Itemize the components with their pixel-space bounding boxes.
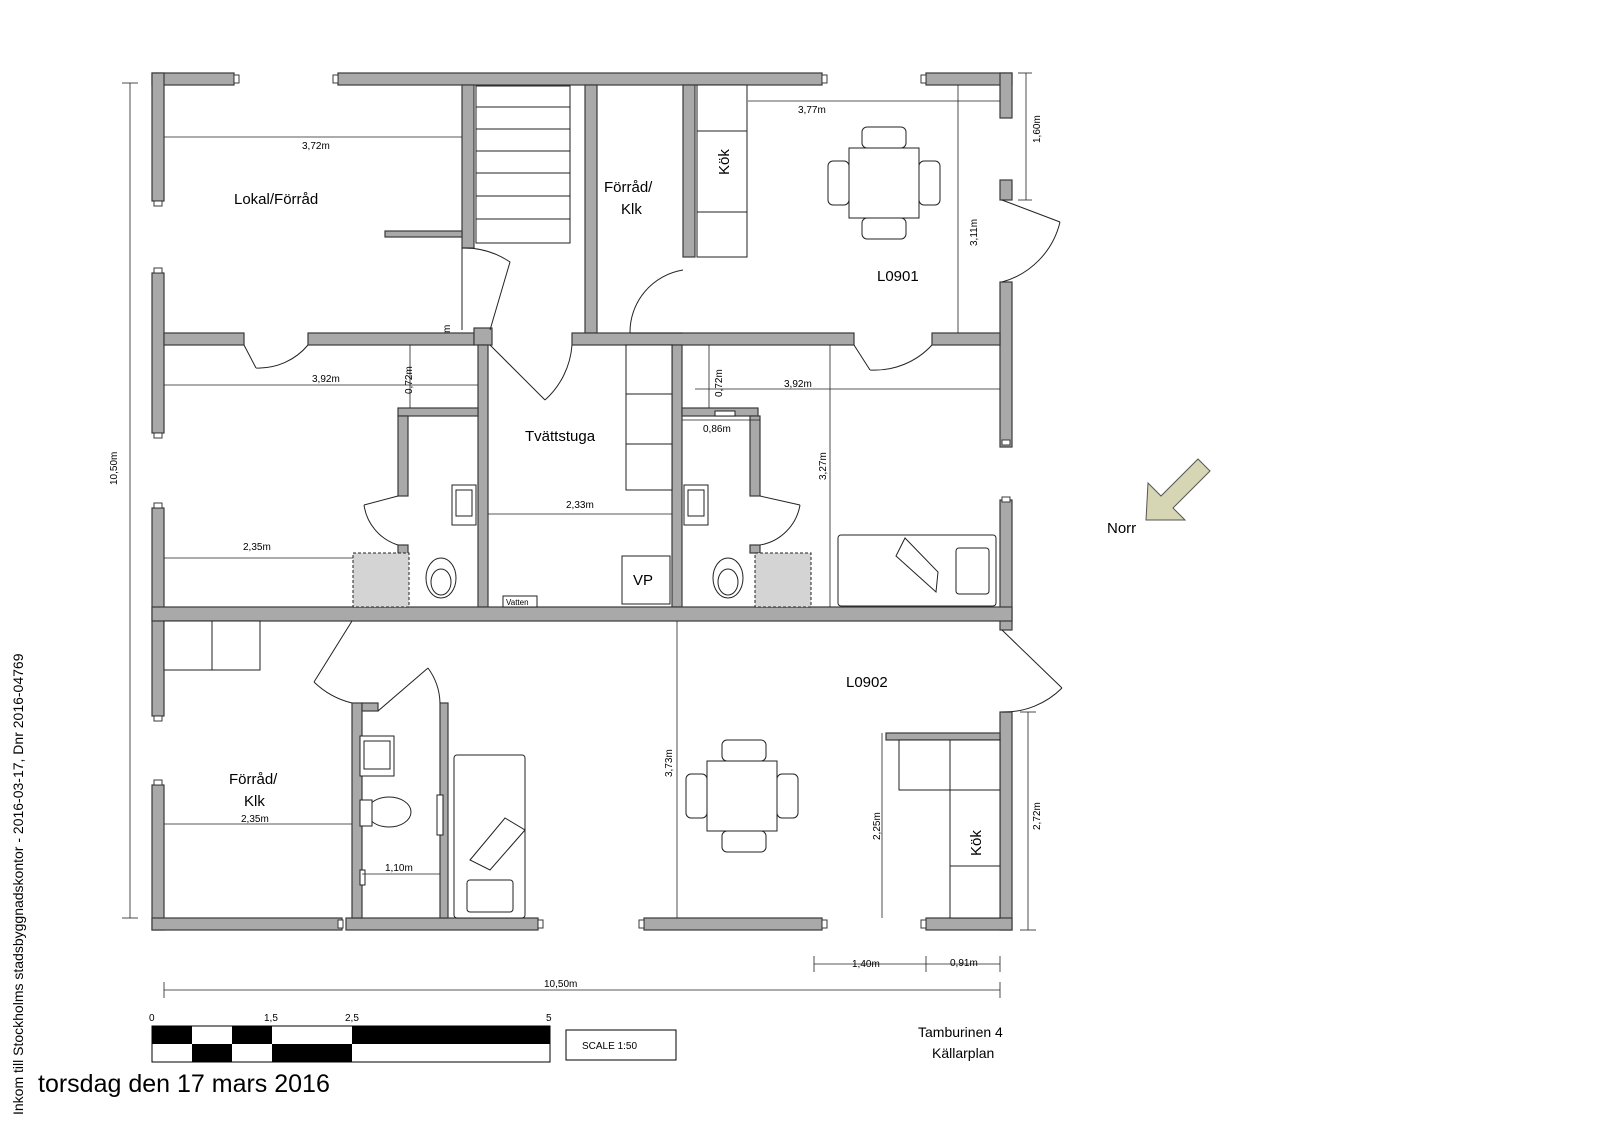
receipt-stamp: Inkom till Stockholms stadsbyggnadskonto… [10,653,26,1115]
scale-tick-0: 0 [149,1013,155,1024]
dimension-lines [122,72,1036,998]
dim-3-92-right: 3,92m [784,379,812,390]
dim-10-50-vertical: 10,50m [109,452,120,485]
furniture [163,84,1001,919]
scale-bar: 0 1,5 2,5 5 [149,1013,552,1063]
room-label-tvattstuga: Tvättstuga [525,428,596,445]
room-label-kok-top: Kök [716,149,733,175]
room-label-forrad-top-2: Klk [621,201,642,218]
scale-tick-2-5: 2,5 [345,1013,359,1024]
dim-0-91: 0,91m [950,958,978,969]
dim-0-72-left: 0,72m [404,366,415,394]
wall-caps [153,74,1011,929]
dim-1-40: 1,40m [852,959,880,970]
dim-10-50-horizontal: 10,50m [544,979,577,990]
drawing-date: torsdag den 17 mars 2016 [38,1070,330,1098]
dim-1-10: 1,10m [385,863,413,874]
dim-2-35-bottom: 2,35m [241,814,269,825]
scale-tick-5: 5 [546,1013,552,1024]
scale-label: SCALE 1:50 [582,1041,637,1052]
scale-box: SCALE 1:50 [565,1029,677,1061]
title-block-line1: Tamburinen 4 [918,1024,1003,1040]
room-label-lokal-forrad: Lokal/Förråd [234,191,318,208]
dining-table-bottom [685,739,799,853]
dining-table-top [827,126,941,240]
room-label-vp: VP [633,572,653,589]
interior-walls [151,84,1013,919]
room-label-l0901: L0901 [877,268,919,285]
room-label-forrad-bottom-2: Klk [244,793,265,810]
room-label-kok-bottom: Kök [968,830,985,856]
doors [243,199,1063,713]
dim-3-72: 3,72m [302,141,330,152]
dim-3-73: 3,73m [664,749,675,777]
room-label-forrad-bottom-1: Förråd/ [229,771,278,788]
dim-2-25: 2,25m [872,812,883,840]
compass-label: Norr [1107,520,1136,537]
room-labels: Lokal/Förråd Förråd/ Klk Kök L0901 Tvätt… [229,149,985,856]
dim-3-77: 3,77m [798,105,826,116]
dim-3-92-left: 3,92m [312,374,340,385]
dimension-labels: 3,72m 3,77m 1,60m 3,11m m 3,92m 0,72m 0,… [109,105,1043,990]
dim-0-86: 0,86m [703,424,731,435]
room-label-vatten: Vatten [506,598,529,607]
dim-2-33: 2,33m [566,500,594,511]
room-label-forrad-top-1: Förråd/ [604,179,653,196]
dim-2-35-top: 2,35m [243,542,271,553]
title-block-line2: Källarplan [932,1045,994,1061]
dim-2-72: 2,72m [1032,802,1043,830]
scale-tick-1-5: 1,5 [264,1013,278,1024]
north-arrow-icon: Norr [1107,458,1211,537]
room-label-l0902: L0902 [846,674,888,691]
dim-partial-m: m [442,325,453,333]
dim-0-72-right: 0,72m [714,369,725,397]
dim-3-11: 3,11m [969,219,980,246]
dim-1-60: 1,60m [1032,115,1043,143]
staircase [475,85,571,244]
dim-3-27: 3,27m [818,452,829,480]
